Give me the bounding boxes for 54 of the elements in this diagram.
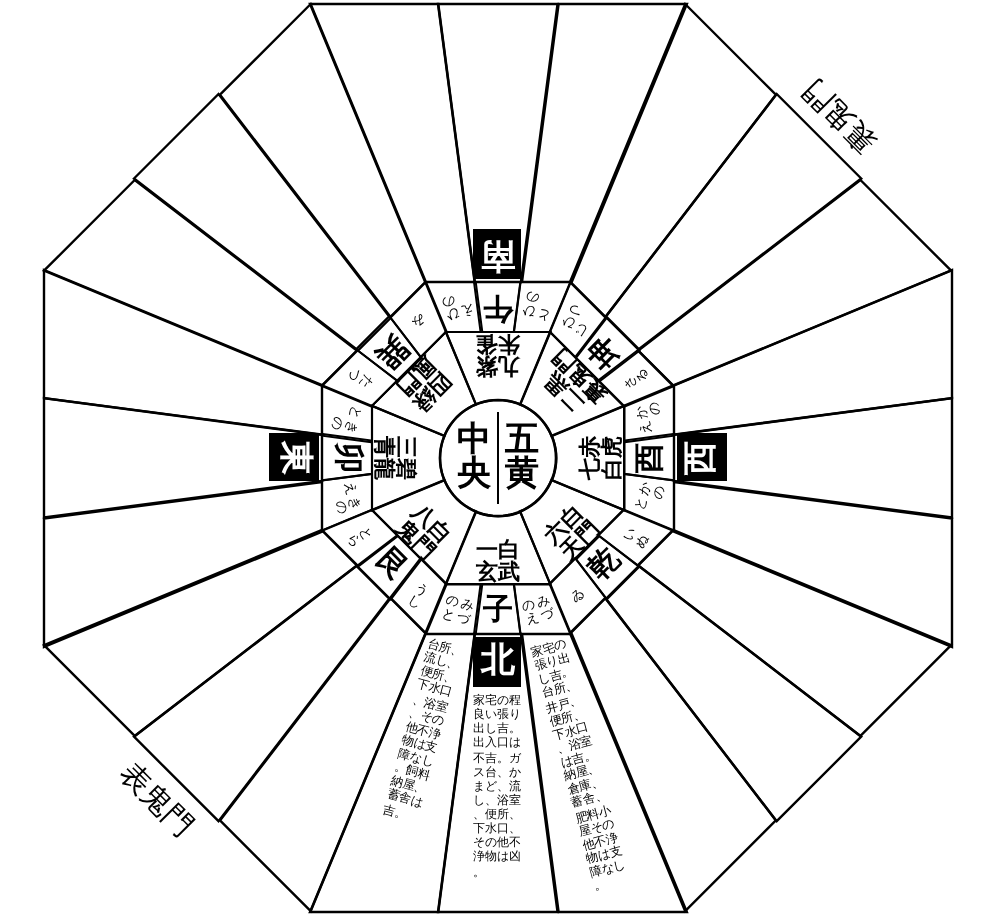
star-label: 七赤	[578, 435, 601, 480]
sector	[309, 4, 475, 282]
zodiac-label: 午	[482, 292, 513, 322]
sector	[521, 4, 687, 282]
ring-cell	[322, 434, 372, 482]
gate-label: 裏鬼門	[797, 73, 883, 159]
star-label: 青龍	[372, 435, 394, 480]
direction-box	[474, 638, 521, 686]
ring-cell	[474, 584, 522, 634]
sector	[44, 398, 322, 518]
sector	[44, 481, 322, 647]
direction-box	[678, 434, 726, 481]
sector	[674, 269, 952, 435]
direction-box	[474, 230, 521, 278]
zodiac-label: 乾	[583, 543, 626, 586]
star-label: 三碧	[395, 435, 417, 480]
ring-cell	[474, 282, 522, 332]
star-label: 白虎	[601, 435, 624, 480]
sector	[521, 634, 687, 912]
star-label: 一白	[475, 538, 520, 561]
star-label: 朱雀	[475, 332, 520, 354]
sector	[674, 481, 952, 647]
zodiac-label: 酉	[634, 442, 664, 473]
ring-cell	[425, 282, 482, 332]
sector	[44, 179, 358, 386]
sector	[219, 4, 426, 318]
ring-cell	[624, 474, 674, 531]
ring-cell	[514, 584, 571, 634]
sector	[438, 4, 558, 282]
sector	[44, 269, 322, 435]
ring-cell	[322, 474, 372, 531]
zodiac-label: 子	[482, 594, 513, 624]
ring-cell	[514, 282, 571, 332]
ring-cell	[624, 434, 674, 482]
zodiac-label: 艮	[369, 543, 413, 586]
direction-label: 西	[685, 440, 719, 475]
gate-label: 表鬼門	[113, 757, 199, 843]
sector	[674, 398, 952, 518]
center-label: 五黄	[504, 424, 540, 492]
sector	[570, 3, 777, 318]
star-label: 玄武	[475, 561, 520, 584]
ring-cell	[624, 385, 674, 442]
sector	[638, 530, 952, 737]
direction-box	[270, 434, 318, 481]
ring-cell	[425, 584, 482, 634]
direction-label: 南	[480, 237, 515, 271]
direction-label: 東	[277, 440, 311, 475]
zodiac-label: 巽	[369, 329, 413, 373]
center-label: 中央	[456, 424, 492, 492]
sector	[309, 634, 475, 912]
star-label: 九紫	[475, 355, 520, 377]
ring-cell	[322, 385, 372, 442]
zodiac-label: 卯	[332, 442, 362, 473]
direction-label: 北	[480, 645, 515, 679]
